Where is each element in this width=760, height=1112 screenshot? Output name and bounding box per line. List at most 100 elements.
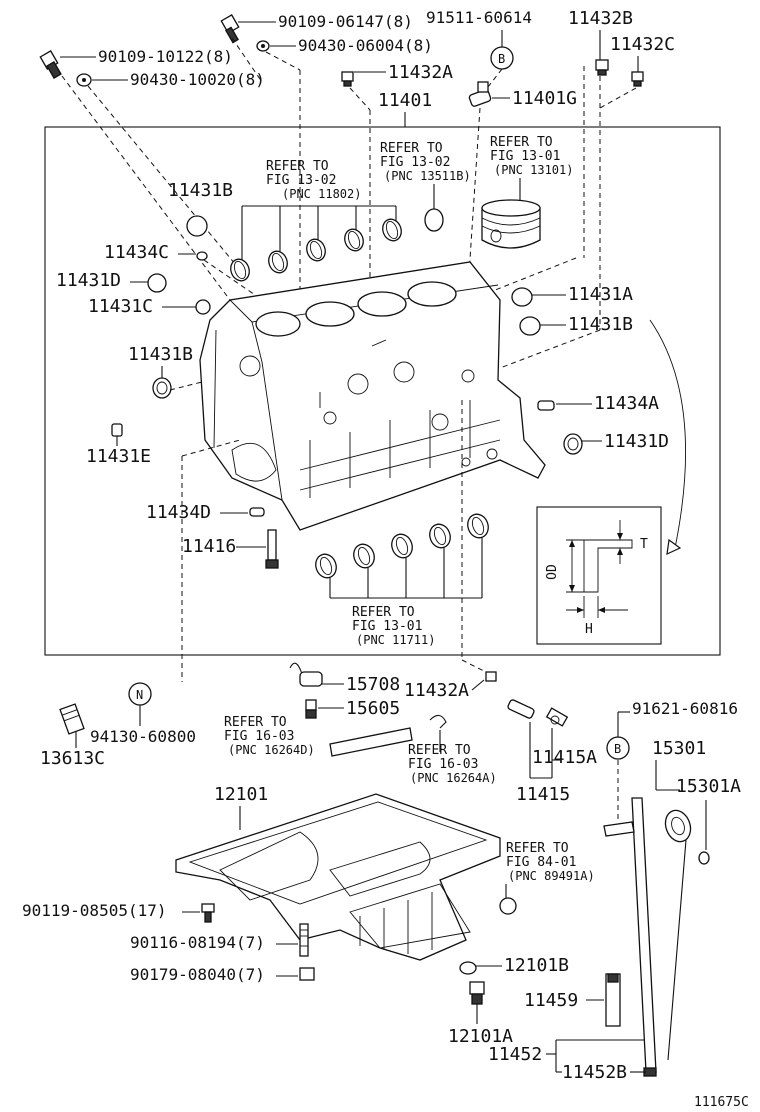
- union-11415: [507, 699, 569, 727]
- svg-text:FIG 13-01: FIG 13-01: [490, 149, 560, 164]
- plug-11431C: [195, 299, 211, 315]
- union-11401G: [468, 81, 492, 107]
- dipstick-guide-11452: [603, 797, 657, 1077]
- label-13613C: 13613C: [40, 748, 105, 769]
- svg-text:(PNC 11802): (PNC 11802): [282, 187, 361, 201]
- label-11431B-left: 11431B: [168, 180, 233, 201]
- o-ring-15301A: [698, 851, 710, 865]
- inset-t-label: T: [640, 537, 648, 552]
- ref-fig-13-02-pnc-11802: REFER TO FIG 13-02 (PNC 11802): [266, 159, 361, 201]
- label-15708: 15708: [346, 674, 400, 695]
- gasket-12101B: [459, 961, 477, 975]
- label-11415: 11415: [516, 784, 570, 805]
- label-11431B-mid: 11431B: [128, 344, 193, 365]
- label-90116-08194: 90116-08194(7): [130, 933, 265, 952]
- label-11434C: 11434C: [104, 242, 169, 263]
- svg-text:FIG 13-02: FIG 13-02: [266, 173, 336, 188]
- label-11432A-top: 11432A: [388, 62, 453, 83]
- svg-text:REFER TO: REFER TO: [352, 605, 415, 620]
- oil-pan-12101: [175, 793, 517, 961]
- svg-text:(PNC 13511B): (PNC 13511B): [384, 169, 471, 183]
- ref-fig-16-03-pnc-16264d: REFER TO FIG 16-03 (PNC 16264D): [224, 715, 315, 757]
- upper-main-bearing-shells: [230, 218, 402, 282]
- svg-text:FIG 84-01: FIG 84-01: [506, 855, 576, 870]
- marker-n: N: [128, 682, 152, 706]
- plug-11432A-bottom: [485, 671, 497, 682]
- label-11415A: 11415A: [532, 747, 597, 768]
- label-90119-08505: 90119-08505(17): [22, 901, 167, 920]
- plug-11431D-right: [563, 433, 583, 455]
- label-11432B: 11432B: [568, 8, 633, 29]
- svg-text:N: N: [136, 688, 143, 702]
- label-11434D: 11434D: [146, 502, 211, 523]
- label-94130-60800: 94130-60800: [90, 727, 196, 746]
- label-11434A: 11434A: [594, 393, 659, 414]
- dipstick-15301: [664, 809, 692, 1061]
- svg-text:REFER TO: REFER TO: [380, 141, 443, 156]
- label-11432C: 11432C: [610, 34, 675, 55]
- label-11432A-bottom: 11432A: [404, 680, 469, 701]
- label-90109-10122: 90109-10122(8): [98, 47, 233, 66]
- inset-od-label: OD: [545, 564, 560, 580]
- plug-11431E: [111, 423, 123, 437]
- label-11431D-left: 11431D: [56, 270, 121, 291]
- ref-fig-84-01-pnc-89491a: REFER TO FIG 84-01 (PNC 89491A): [506, 841, 595, 883]
- pin-11434C: [196, 251, 208, 261]
- label-91511-60614: 91511-60614: [426, 8, 532, 27]
- svg-text:FIG 13-01: FIG 13-01: [352, 619, 422, 634]
- hose-16264d: [329, 727, 413, 757]
- label-11452: 11452: [488, 1044, 542, 1065]
- svg-text:(PNC 13101): (PNC 13101): [494, 163, 573, 177]
- label-11401: 11401: [378, 90, 432, 111]
- label-11401G: 11401G: [512, 88, 577, 109]
- bolt-90109-10122: [39, 50, 62, 79]
- bolt-90109-06147: [220, 14, 240, 44]
- label-15605: 15605: [346, 698, 400, 719]
- marker-b-right: B: [606, 736, 630, 760]
- label-12101B: 12101B: [504, 955, 569, 976]
- label-15301: 15301: [652, 738, 706, 759]
- plug-11432B: [595, 59, 609, 76]
- plug-11431A: [511, 287, 533, 307]
- pin-11434A: [537, 400, 555, 411]
- diagram-id: 111675C: [694, 1095, 749, 1110]
- label-90179-08040: 90179-08040(7): [130, 965, 265, 984]
- label-90430-06004: 90430-06004(8): [298, 36, 433, 55]
- pin-11434D: [249, 507, 265, 517]
- oil-jet-dimension-inset: OD T H: [536, 506, 662, 645]
- label-91621-60816: 91621-60816: [632, 699, 738, 718]
- ref-fig-13-01-pnc-11711: REFER TO FIG 13-01 (PNC 11711): [352, 605, 435, 647]
- label-11431D-right: 11431D: [604, 431, 669, 452]
- label-12101A: 12101A: [448, 1026, 513, 1047]
- ref-fig-16-03-pnc-16264a: REFER TO FIG 16-03 (PNC 16264A): [408, 743, 497, 785]
- plug-11431B-right: [519, 316, 541, 336]
- label-15301A: 15301A: [676, 776, 741, 797]
- drain-plug-12101A: [469, 981, 485, 1005]
- label-11459: 11459: [524, 990, 578, 1011]
- plug-11431B-left: [186, 215, 208, 237]
- svg-text:(PNC 11711): (PNC 11711): [356, 633, 435, 647]
- svg-text:REFER TO: REFER TO: [506, 841, 569, 856]
- svg-text:FIG 13-02: FIG 13-02: [380, 155, 450, 170]
- label-11431E: 11431E: [86, 446, 151, 467]
- svg-text:FIG 16-03: FIG 16-03: [408, 757, 478, 772]
- bolt-90119-08505: [201, 903, 215, 923]
- svg-text:REFER TO: REFER TO: [408, 743, 471, 758]
- oil-jet-15708: [289, 662, 323, 687]
- plug-11431D-left: [147, 273, 167, 293]
- label-90109-06147: 90109-06147(8): [278, 12, 413, 31]
- marker-b-top-text: B: [498, 52, 505, 66]
- svg-text:REFER TO: REFER TO: [490, 135, 553, 150]
- svg-text:REFER TO: REFER TO: [224, 715, 287, 730]
- inset-h-label: H: [585, 622, 593, 637]
- svg-text:(PNC 16264D): (PNC 16264D): [228, 743, 315, 757]
- cylinder-block: [199, 261, 546, 531]
- nut-90179-08040: [299, 967, 315, 981]
- inset-callout-arrow: [649, 319, 686, 549]
- clip-16264a: [429, 714, 447, 729]
- cam-bearing-13511b: [424, 208, 444, 232]
- svg-text:(PNC 89491A): (PNC 89491A): [508, 869, 595, 883]
- label-11431A: 11431A: [568, 284, 633, 305]
- stud-90116-08194: [299, 923, 309, 957]
